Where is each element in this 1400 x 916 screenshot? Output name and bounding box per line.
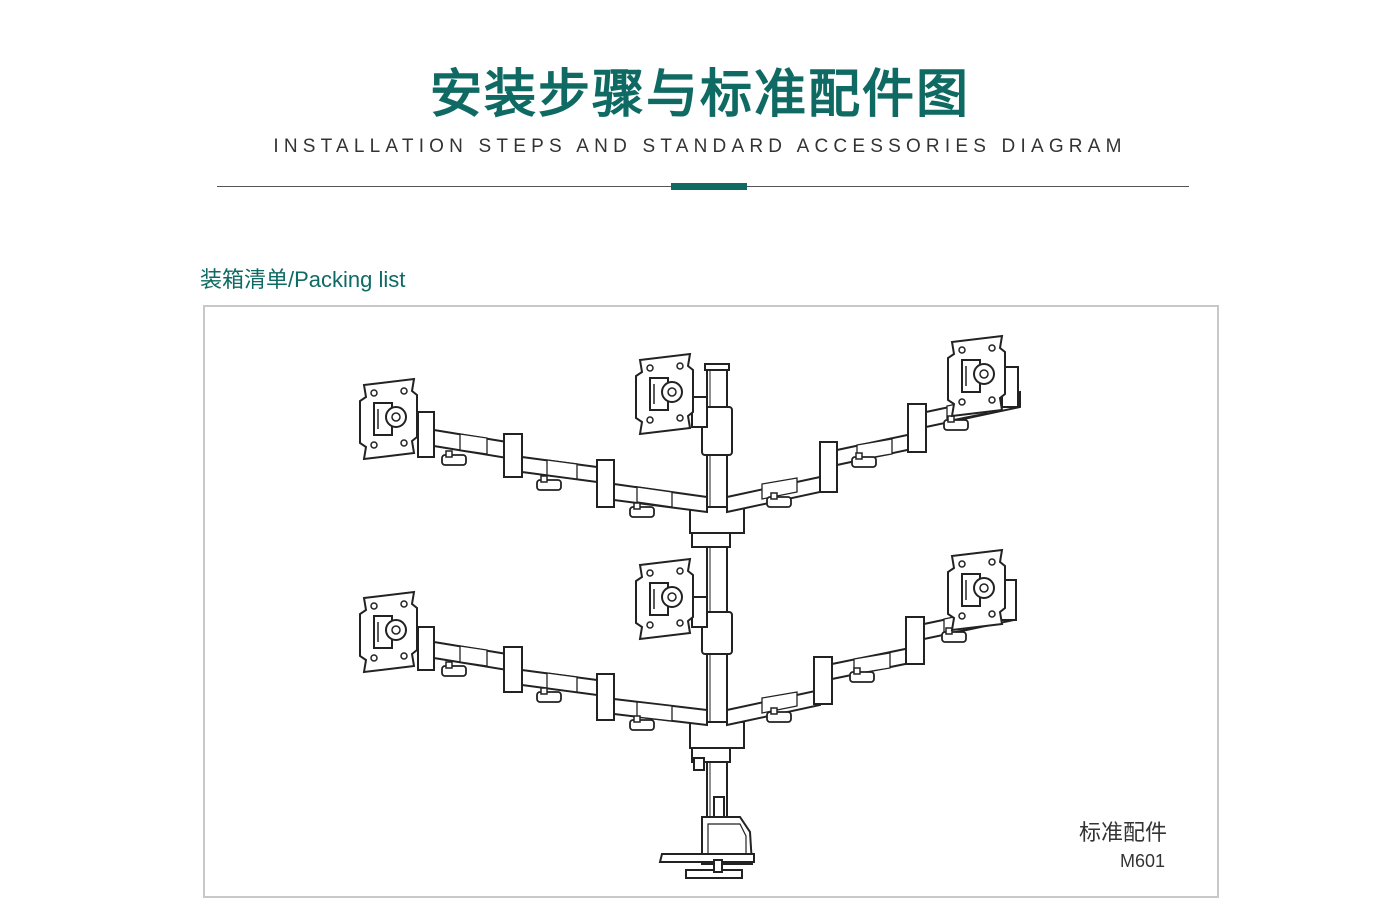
page-subtitle: INSTALLATION STEPS AND STANDARD ACCESSOR… — [273, 136, 1127, 157]
arm-upper-center — [691, 396, 708, 428]
diagram-caption: 标准配件 — [1078, 821, 1167, 846]
central-pole — [689, 363, 745, 820]
header-divider-accent — [671, 183, 747, 190]
monitor-mount-illustration — [359, 335, 1021, 879]
arm-lower-center — [691, 596, 708, 628]
arm-lower-left — [417, 626, 708, 727]
section-title: 装箱清单/Packing list — [200, 267, 406, 292]
page-title: 安装步骤与标准配件图 — [429, 65, 970, 125]
model-number: M601 — [1119, 851, 1165, 871]
arm-upper-left — [417, 411, 708, 514]
desk-clamp — [658, 796, 755, 879]
diagram-frame: 标准配件 M601 — [203, 305, 1219, 898]
